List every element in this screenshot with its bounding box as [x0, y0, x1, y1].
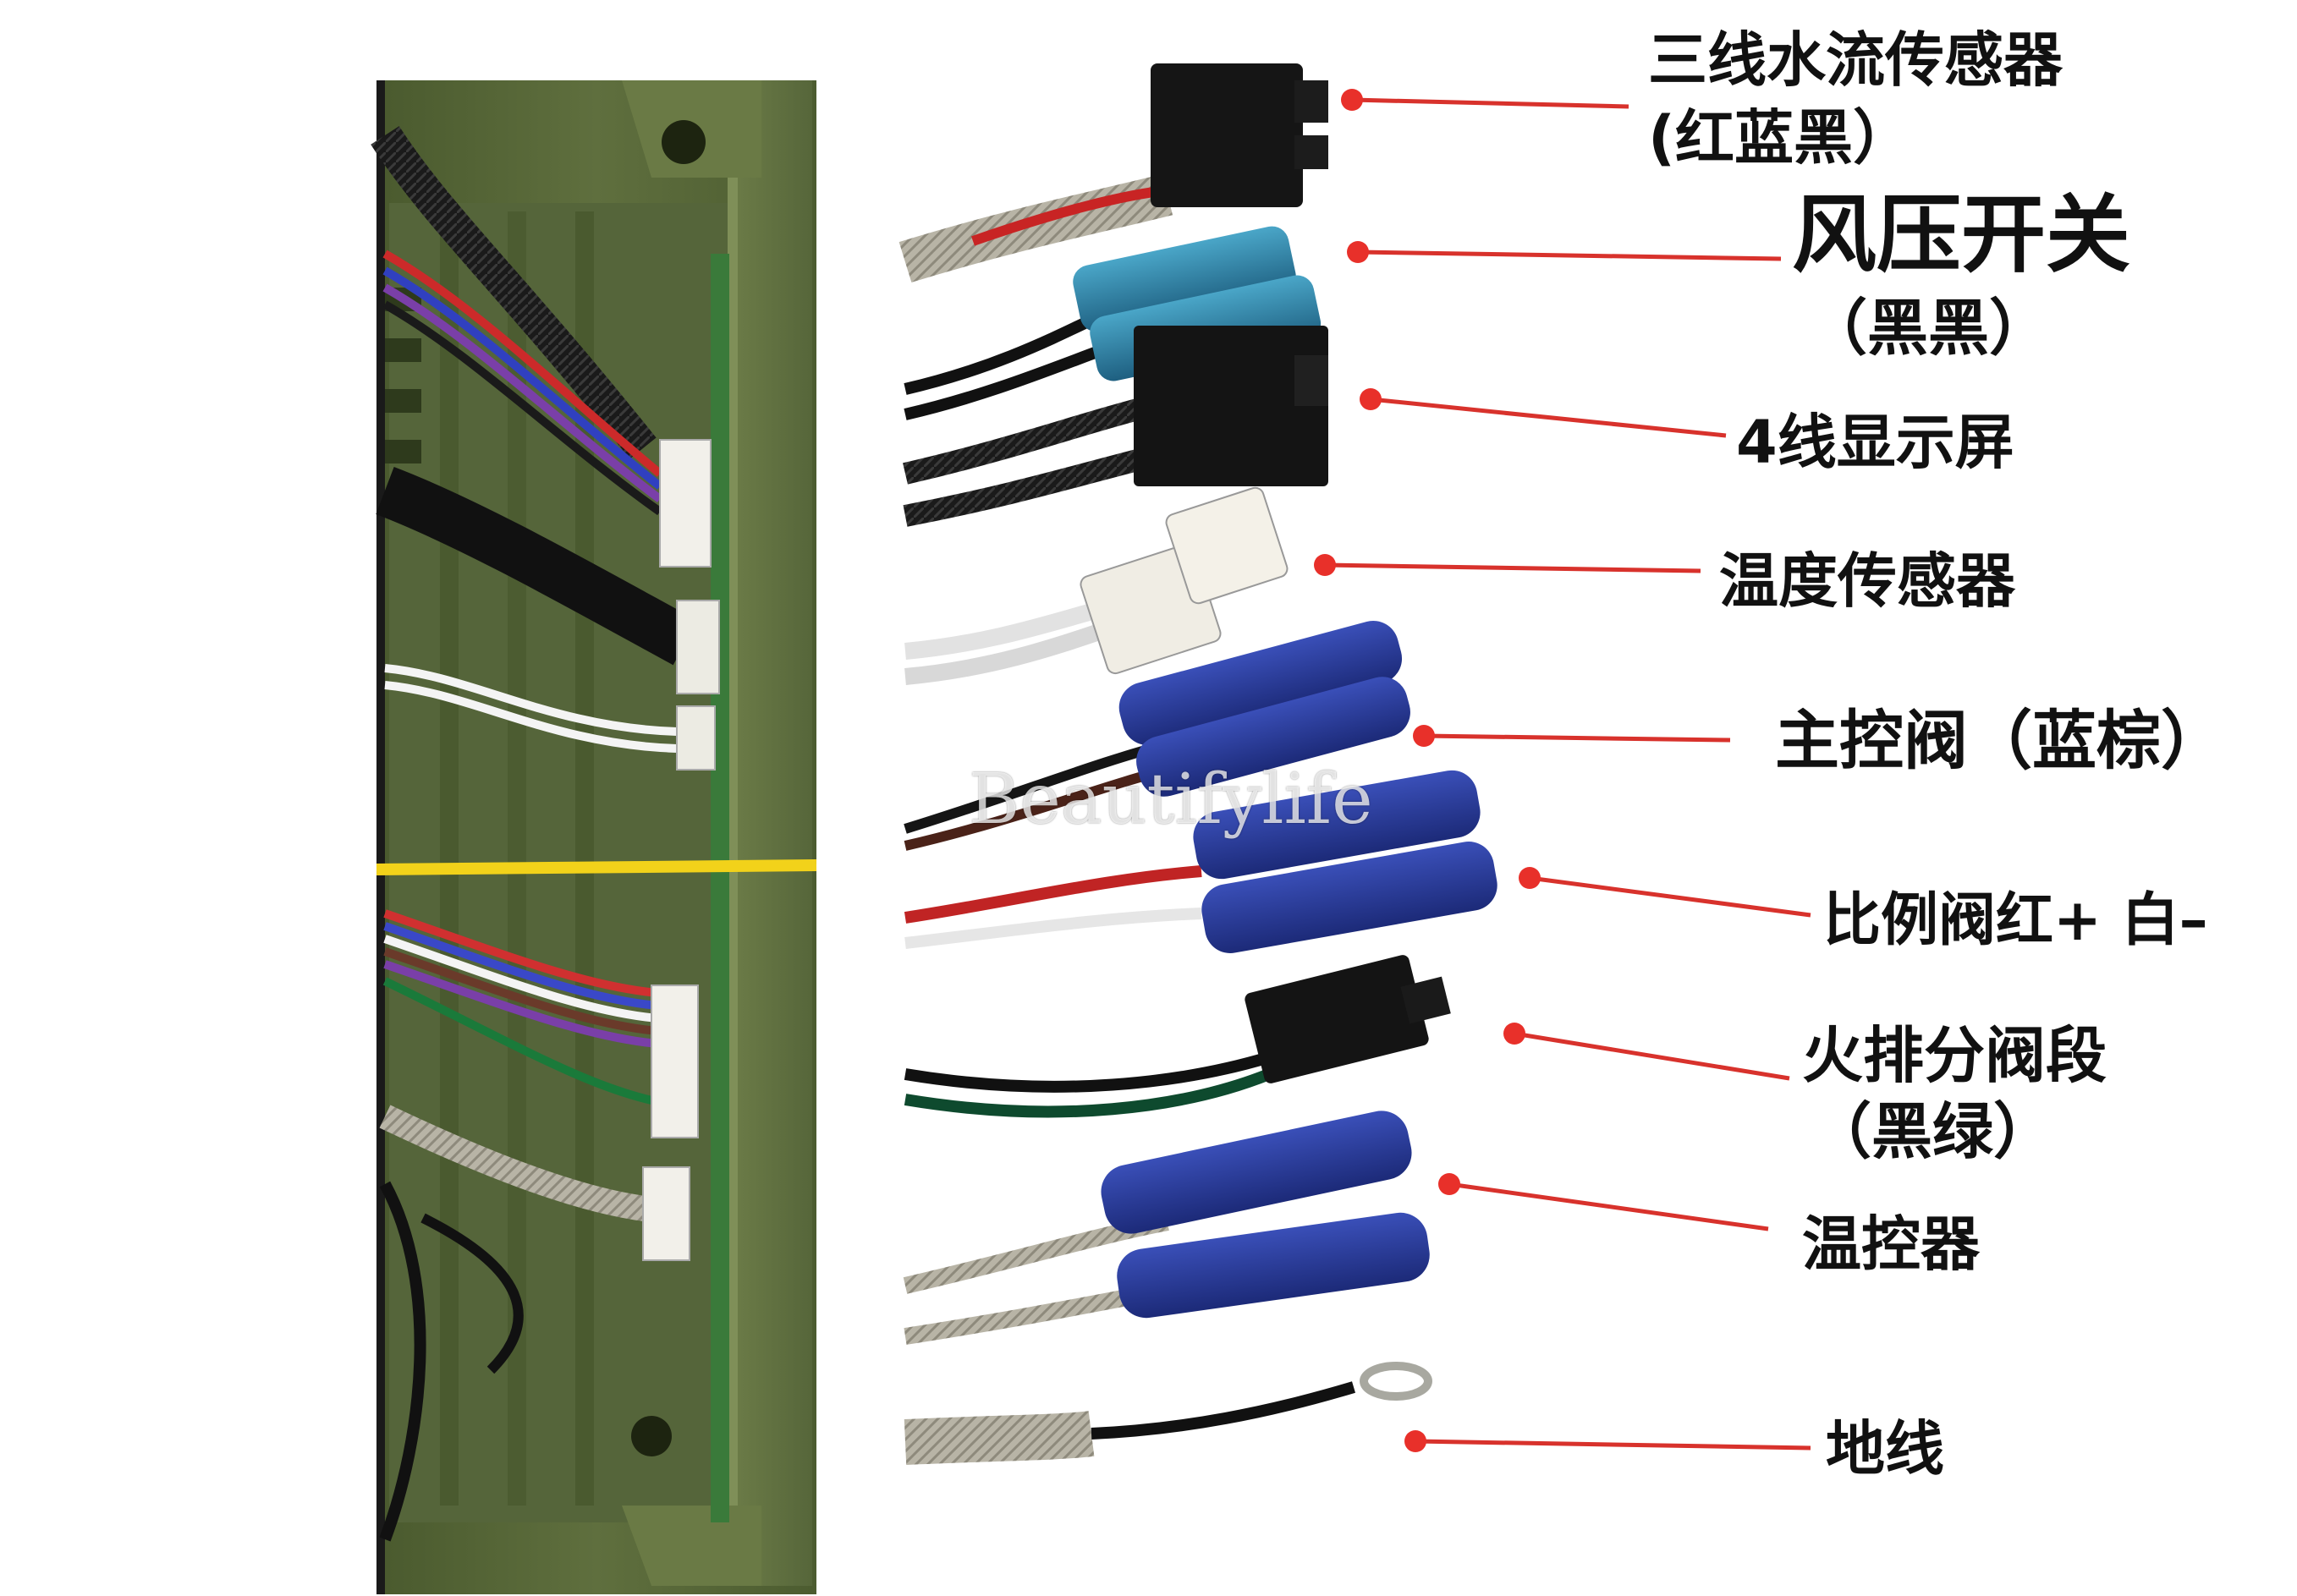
- thermostat-connector: [903, 1111, 1430, 1345]
- pointer-dots: [1314, 89, 1541, 1452]
- pointer-dot: [1404, 1430, 1426, 1452]
- label-air-pressure-switch: 风压开关: [1792, 185, 2130, 284]
- label-temperature-sensor: 温度传感器: [1719, 546, 2015, 616]
- pointer-dot: [1519, 867, 1541, 889]
- proportional-valve-connector: [904, 770, 1497, 954]
- pointer-lines: [1324, 97, 1811, 1451]
- display-4wire-connector: [903, 326, 1328, 527]
- label-ground-wire: 地线: [1826, 1414, 1944, 1484]
- ground-wire-connector: [904, 1362, 1432, 1465]
- label-water-flow-sensor: 三线水流传感器: [1648, 25, 2063, 95]
- fire-row-valve-connector: [904, 955, 1451, 1118]
- pointer-dot: [1360, 388, 1382, 410]
- pointer-dot: [1503, 1023, 1525, 1045]
- label-main-valve: 主控阀（蓝棕）: [1775, 703, 2225, 778]
- housing-wire-bundles: [371, 126, 817, 1542]
- label-fire-row-valve-colors: （黑绿）: [1811, 1096, 2055, 1167]
- main-valve-connector: [904, 621, 1410, 851]
- label-proportional-valve: 比例阀红+ 白–: [1823, 887, 2208, 954]
- watermark-text: Beautifylife: [969, 760, 1373, 840]
- label-display-4wire: 4线显示屏: [1736, 408, 2014, 477]
- pointer-dot: [1438, 1173, 1460, 1195]
- pointer-dot: [1341, 89, 1363, 111]
- pointer-dot: [1347, 241, 1369, 263]
- label-fire-row-valve: 火排分阀段: [1802, 1020, 2107, 1091]
- pointer-dot: [1314, 554, 1336, 576]
- temperature-sensor-connector: [904, 486, 1289, 685]
- label-thermostat: 温控器: [1802, 1209, 1980, 1279]
- water-flow-sensor-connector: [898, 63, 1328, 282]
- pointer-dot: [1413, 725, 1435, 747]
- label-water-flow-sensor-colors: (红蓝黑）: [1648, 103, 1912, 173]
- label-air-pressure-switch-colors: （黑黑）: [1806, 293, 2051, 364]
